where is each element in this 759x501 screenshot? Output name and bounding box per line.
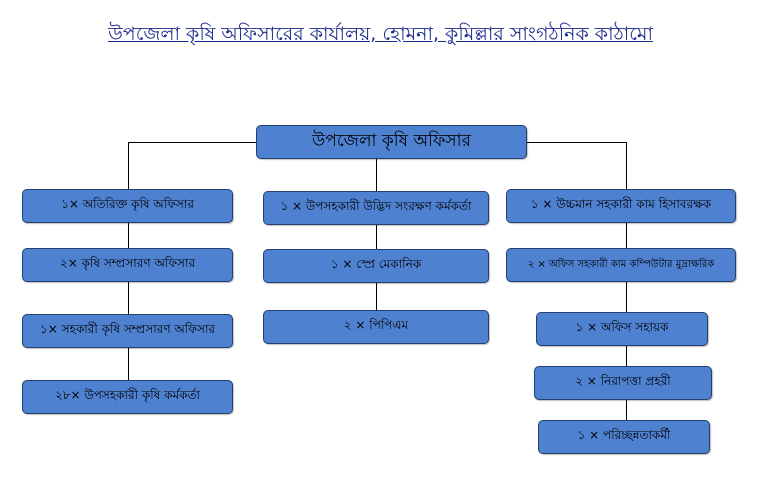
connector [128, 142, 129, 189]
left-box-2: ২× কৃষি সম্প্রসারণ অফিসার [22, 248, 233, 282]
middle-box-2: ১ × স্প্রে মেকানিক [263, 249, 489, 283]
left-box-1: ১× অতিরিক্ত কৃষি অফিসার [22, 189, 233, 223]
connector [376, 158, 377, 191]
right-box-5: ১ × পরিচ্ছন্নতাকর্মী [538, 420, 710, 454]
connector [626, 142, 627, 189]
right-box-2: ২ × অফিস সহকারী কাম কম্পিউটার মুদ্রাক্ষর… [506, 248, 736, 282]
right-box-1: ১ × উচ্চমান সহকারী কাম হিসাবরক্ষক [506, 189, 736, 223]
middle-box-1: ১ × উপসহকারী উদ্ভিদ সংরক্ষণ কর্মকর্তা [263, 191, 489, 225]
head-officer-box: উপজেলা কৃষি অফিসার [256, 125, 527, 159]
right-box-4: ২ × নিরাপত্তা প্রহরী [534, 366, 712, 400]
chart-title: উপজেলা কৃষি অফিসারের কার্যালয়, হোমনা, ক… [108, 23, 653, 45]
right-box-3: ১ × অফিস সহায়ক [536, 312, 708, 346]
left-box-4: ২৮× উপসহকারী কৃষি কর্মকর্তা [22, 380, 233, 414]
middle-box-3: ২ × পিপিএম [263, 310, 489, 344]
connector [128, 223, 129, 380]
left-box-3: ১× সহকারী কৃষি সম্প্রসারণ অফিসার [22, 314, 233, 348]
